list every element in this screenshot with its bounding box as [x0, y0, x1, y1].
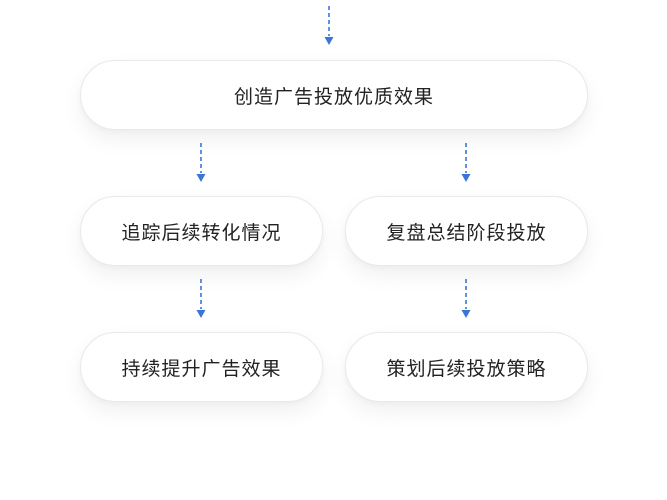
arrow-left-step1-to-step2 [195, 279, 207, 319]
arrow-top-to-left [195, 143, 207, 183]
left-step2-node: 持续提升广告效果 [80, 332, 323, 402]
left-step2-label: 持续提升广告效果 [121, 357, 282, 380]
right-step1-label: 复盘总结阶段投放 [386, 221, 547, 244]
top-node: 创造广告投放优质效果 [80, 60, 588, 130]
left-step1-label: 追踪后续转化情况 [121, 221, 282, 244]
top-node-label: 创造广告投放优质效果 [233, 85, 434, 108]
arrow-top-to-right [460, 143, 472, 183]
left-step1-node: 追踪后续转化情况 [80, 196, 323, 266]
incoming-arrow [323, 6, 335, 46]
arrow-right-step1-to-step2 [460, 279, 472, 319]
right-step2-node: 策划后续投放策略 [345, 332, 588, 402]
right-step1-node: 复盘总结阶段投放 [345, 196, 588, 266]
right-step2-label: 策划后续投放策略 [386, 357, 547, 380]
